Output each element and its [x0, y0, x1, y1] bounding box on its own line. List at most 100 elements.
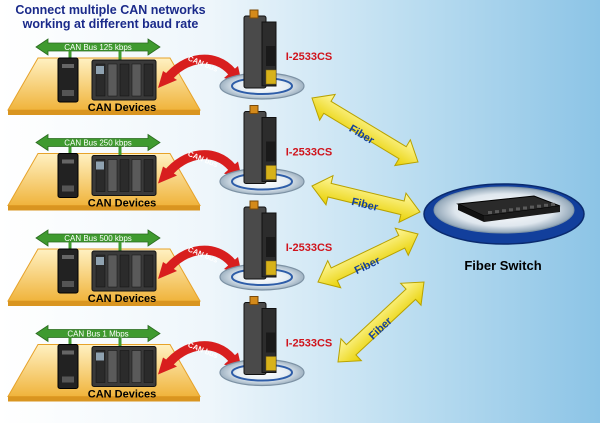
can-bus-arrow [35, 229, 161, 247]
converter-ports [266, 332, 276, 353]
device-detail [62, 185, 74, 192]
can-link-arrow [162, 150, 237, 179]
converter-antenna [249, 9, 259, 19]
converter-terminal [265, 165, 277, 180]
converter-label: I-2533CS [286, 242, 332, 254]
can-link-arrow [162, 341, 237, 370]
rack-slot [143, 63, 154, 97]
rack-slot [143, 159, 154, 192]
switch-port [502, 209, 506, 213]
rack-display [96, 161, 104, 170]
rack-slot [95, 350, 106, 383]
can-link-arrowhead-left [158, 71, 177, 88]
diagram-title: Connect multiple CAN networks working at… [8, 3, 213, 31]
title-line-2: working at different baud rate [22, 17, 199, 31]
device-tray-edge [8, 205, 200, 211]
converter-antenna [249, 296, 259, 305]
converter-label: I-2533CS [286, 51, 332, 63]
switch-port [530, 205, 534, 209]
fiber-switch: Fiber Switch [423, 183, 585, 273]
device-tray-edge [8, 110, 200, 115]
device-tray-edge [8, 301, 200, 306]
device-detail [62, 159, 74, 164]
converter-antenna [249, 200, 259, 210]
converter-label: I-2533CS [286, 338, 332, 350]
can-link-arrow [162, 245, 237, 275]
rack-slot [107, 159, 118, 192]
switch-device-front [484, 206, 560, 222]
fiber-arrow [317, 227, 419, 289]
can-devices-label: CAN Devices [88, 293, 156, 305]
converter-terminal [265, 69, 277, 85]
fiber-switch-label: Fiber Switch [464, 258, 541, 273]
rack-slot [119, 159, 130, 192]
rack-slot [131, 159, 142, 192]
device-tray-edge [8, 396, 200, 402]
rack-slot [143, 254, 154, 288]
rack-slot [119, 63, 130, 97]
rack-display [96, 352, 104, 361]
rack-display [96, 66, 104, 74]
can-link-arrow [162, 54, 237, 84]
rack-slot [107, 63, 118, 97]
device-detail [62, 255, 74, 259]
switch-port [544, 203, 548, 207]
converter-terminal [265, 356, 277, 371]
converter-ports [266, 237, 276, 257]
can-bus-label: CAN Bus 500 kbps [64, 234, 132, 243]
converter-antenna [249, 105, 259, 114]
rack-slot [131, 254, 142, 288]
can-bus-label: CAN Bus 250 kbps [64, 139, 132, 148]
fiber-arrow [337, 281, 425, 363]
rack-display [96, 257, 104, 265]
rack-slot [119, 254, 130, 288]
device-detail [62, 90, 74, 96]
can-bus-arrow [35, 324, 161, 343]
rack-slot [131, 350, 142, 383]
fiber-arrow [311, 93, 419, 167]
can-bus-label: CAN Bus 125 kbps [64, 43, 132, 52]
fiber-link-4: Fiber [337, 281, 425, 363]
rack-slot [95, 63, 106, 97]
rack-slot [95, 254, 106, 288]
rack-slot [119, 350, 130, 383]
rack-slot [107, 350, 118, 383]
fiber-arrow [311, 174, 421, 224]
device-detail [62, 64, 74, 68]
can-link-arrowhead-left [158, 357, 177, 375]
can-bus-arrow [35, 133, 161, 152]
switch-port [509, 208, 513, 212]
rack-slot [95, 159, 106, 192]
switch-port [523, 206, 527, 210]
can-bus-label: CAN Bus 1 Mbps [67, 330, 128, 339]
switch-device-side [458, 204, 484, 222]
switch-port [537, 204, 541, 208]
switch-port [488, 211, 492, 214]
device-detail [62, 376, 74, 383]
device-detail [62, 281, 74, 287]
switch-port [516, 207, 520, 211]
converter-terminal [265, 260, 277, 276]
fiber-link-2: Fiber [311, 174, 421, 224]
can-link-arrowhead-left [158, 166, 177, 184]
converter-label: I-2533CS [286, 147, 332, 159]
device-detail [62, 350, 74, 355]
title-line-1: Connect multiple CAN networks [15, 3, 206, 17]
converter-ports [266, 46, 276, 66]
can-link-arrowhead-left [158, 262, 177, 279]
converter-ports [266, 141, 276, 162]
rack-slot [107, 254, 118, 288]
rack-slot [143, 350, 154, 383]
can-bus-arrow [35, 38, 161, 56]
rack-slot [131, 63, 142, 97]
switch-port [551, 202, 555, 206]
can-devices-label: CAN Devices [88, 389, 156, 401]
fiber-link-1: Fiber [311, 93, 419, 167]
